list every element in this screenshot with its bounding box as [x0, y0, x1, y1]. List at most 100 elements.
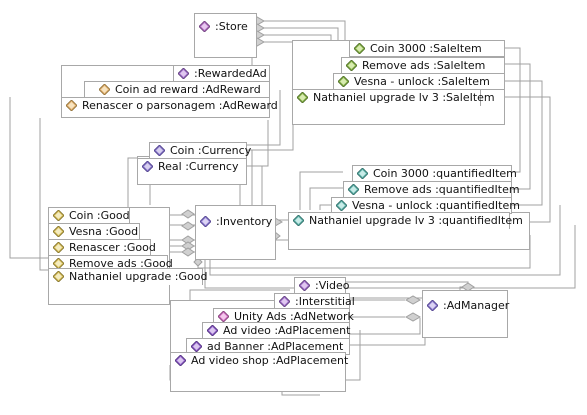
- ad-manager-label: :AdManager: [443, 299, 510, 312]
- connector-line: [257, 20, 346, 48]
- currency-coin[interactable]: Coin :Currency: [149, 142, 251, 159]
- good-nathaniel[interactable]: Nathaniel upgrade :Good: [48, 268, 207, 285]
- ad-placement-label: ad Banner :AdPlacement: [207, 340, 344, 353]
- quantified-item-label: Nathaniel upgrade lv 3 :quantifiedItem: [309, 214, 523, 227]
- video-icon: [299, 280, 310, 291]
- quantified-item-label: Coin 3000 :quantifiedItem: [373, 167, 517, 180]
- currency-label: Coin :Currency: [170, 144, 252, 157]
- good-renascer[interactable]: Renascer :Good: [48, 239, 156, 256]
- quantified-item-label: Remove ads :quantifiedItem: [364, 183, 520, 196]
- connector-line: [505, 63, 531, 190]
- quantified-item-nathaniel[interactable]: Nathaniel upgrade lv 3 :quantifiedItem: [288, 212, 523, 229]
- quantified-item-label: Vesna - unlock :quantifiedItem: [352, 199, 520, 212]
- sale-item-icon: [346, 60, 357, 71]
- currency-label: Real :Currency: [158, 160, 239, 173]
- ad-reward-renascer[interactable]: Renascer o parsonagem :AdReward: [61, 97, 278, 114]
- ad-placement-label: Ad video shop :AdPlacement: [191, 354, 349, 367]
- ad-manager-icon: [427, 300, 438, 311]
- video-row: :Video: [295, 278, 350, 293]
- quantified-item-icon: [336, 200, 347, 211]
- quantified-item-icon: [348, 184, 359, 195]
- aggregation-diamond: [461, 282, 475, 292]
- ad-placement-icon: [191, 341, 202, 352]
- ad-reward-coin[interactable]: Coin ad reward :AdReward: [84, 81, 270, 98]
- good-remove-ads[interactable]: Remove ads :Good: [48, 255, 173, 272]
- connector-line: [127, 157, 140, 210]
- good-label: Renascer :Good: [69, 241, 156, 254]
- currency-real[interactable]: Real :Currency: [137, 158, 247, 175]
- ad-reward-icon: [66, 100, 77, 111]
- video-label: :Video: [315, 279, 350, 292]
- good-icon: [53, 271, 64, 282]
- quantified-item-vesna-row: Vesna - unlock :quantifiedItem: [332, 198, 520, 213]
- good-label: Remove ads :Good: [69, 257, 173, 270]
- rewarded-ad-icon: [178, 68, 189, 79]
- inventory-object[interactable]: :Inventory: [195, 205, 276, 260]
- quantified-item-vesna[interactable]: Vesna - unlock :quantifiedItem: [331, 197, 520, 214]
- video-object[interactable]: :Video: [294, 277, 350, 294]
- quantified-item-coin[interactable]: Coin 3000 :quantifiedItem: [352, 165, 517, 182]
- connector-line: [505, 47, 521, 173]
- connector-line: [9, 97, 48, 259]
- sale-item-label: Vesna - unlock :SaleItem: [354, 75, 490, 88]
- ad-placement-label: Ad video :AdPlacement: [223, 324, 351, 337]
- connector-line: [204, 225, 576, 289]
- ad-reward-coin-row: Coin ad reward :AdReward: [95, 82, 261, 97]
- sale-item-remove-ads[interactable]: Remove ads :SaleItem: [341, 57, 505, 74]
- sale-item-vesna-row: Vesna - unlock :SaleItem: [334, 74, 490, 89]
- good-label: Vesna :Good: [69, 225, 139, 238]
- good-remove-ads-row: Remove ads :Good: [49, 256, 173, 271]
- sale-item-icon: [297, 92, 308, 103]
- quantified-item-coin-row: Coin 3000 :quantifiedItem: [353, 166, 517, 181]
- ad-placement-shop[interactable]: Ad video shop :AdPlacement: [170, 352, 348, 369]
- ad-network-row: Unity Ads :AdNetwork: [214, 309, 354, 324]
- ad-placement-shop-row: Ad video shop :AdPlacement: [171, 353, 348, 368]
- aggregation-diamond: [404, 295, 422, 305]
- good-icon: [53, 258, 64, 269]
- good-label: Coin :Good: [69, 209, 130, 222]
- store-label: :Store: [215, 20, 248, 33]
- aggregation-diamond: [404, 312, 422, 322]
- sale-item-nathaniel[interactable]: Nathaniel upgrade lv 3 :SaleItem: [292, 89, 495, 106]
- sale-item-vesna[interactable]: Vesna - unlock :SaleItem: [333, 73, 505, 90]
- ad-network-label: Unity Ads :AdNetwork: [234, 310, 354, 323]
- connector-line: [505, 80, 543, 206]
- sale-item-nathaniel-row: Nathaniel upgrade lv 3 :SaleItem: [293, 90, 495, 105]
- connector-line: [247, 125, 294, 151]
- interstitial-icon: [279, 296, 290, 307]
- connector-line: [299, 171, 343, 210]
- good-coin-row: Coin :Good: [49, 208, 130, 223]
- ad-manager-object[interactable]: :AdManager: [422, 290, 509, 338]
- sale-item-remove-ads-row: Remove ads :SaleItem: [342, 58, 485, 73]
- connector-line: [350, 320, 426, 346]
- connector-line: [39, 118, 48, 271]
- aggregation-diamond: [181, 247, 195, 257]
- interstitial-label: :Interstitial: [295, 295, 355, 308]
- good-coin[interactable]: Coin :Good: [48, 207, 130, 224]
- rewarded-ad-object[interactable]: :RewardedAd: [173, 65, 270, 82]
- good-nathaniel-row: Nathaniel upgrade :Good: [49, 269, 207, 284]
- aggregation-diamond: [181, 221, 195, 231]
- ad-network-unity[interactable]: Unity Ads :AdNetwork: [213, 308, 354, 325]
- sale-item-label: Coin 3000 :SaleItem: [370, 42, 482, 55]
- ad-placement-video-row: Ad video :AdPlacement: [203, 323, 350, 338]
- quantified-item-icon: [293, 215, 304, 226]
- quantified-item-remove-ads[interactable]: Remove ads :quantifiedItem: [343, 181, 520, 198]
- inventory-label: :Inventory: [216, 215, 273, 228]
- interstitial-row: :Interstitial: [275, 294, 355, 309]
- sale-item-coin-row: Coin 3000 :SaleItem: [350, 41, 482, 56]
- ad-placement-video[interactable]: Ad video :AdPlacement: [202, 322, 350, 339]
- currency-coin-row: Coin :Currency: [150, 143, 251, 158]
- ad-reward-label: Coin ad reward :AdReward: [115, 83, 261, 96]
- store-object[interactable]: :Store: [194, 13, 257, 58]
- aggregation-diamond: [181, 241, 195, 251]
- good-icon: [53, 226, 64, 237]
- ad-manager-row: :AdManager: [423, 298, 509, 313]
- good-label: Nathaniel upgrade :Good: [69, 270, 208, 283]
- good-vesna[interactable]: Vesna :Good: [48, 223, 140, 240]
- connector-line: [481, 96, 551, 223]
- sale-item-coin[interactable]: Coin 3000 :SaleItem: [349, 40, 505, 57]
- good-vesna-row: Vesna :Good: [49, 224, 138, 239]
- quantified-item-icon: [357, 168, 368, 179]
